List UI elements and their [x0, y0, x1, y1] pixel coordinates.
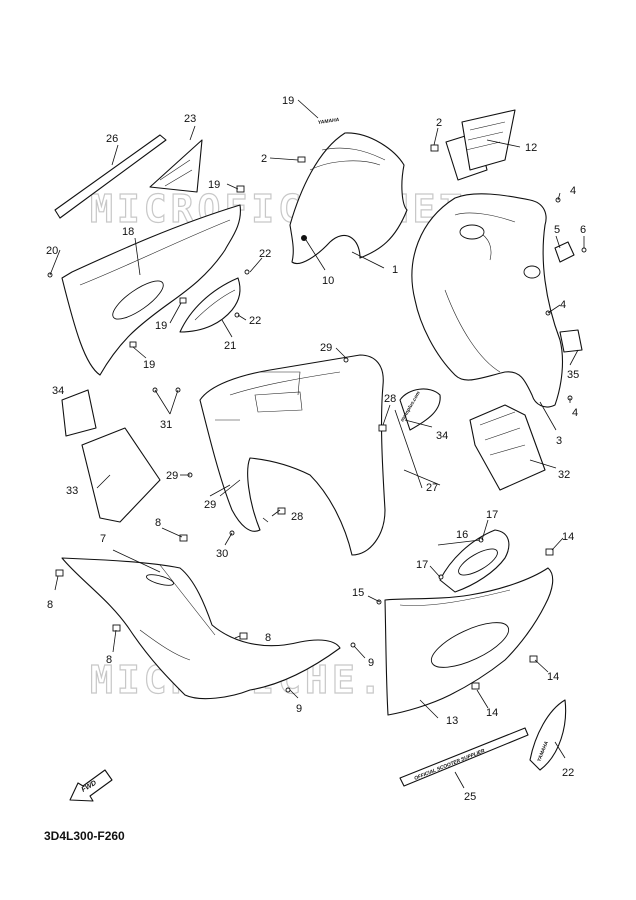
label-part-28a: 28: [384, 393, 396, 405]
label-part-20: 20: [46, 245, 58, 257]
part-13-lower-cover: [384, 567, 554, 716]
label-part-17b: 17: [416, 559, 428, 571]
part-27-leg-shield: [199, 354, 386, 556]
label-part-2b: 2: [436, 117, 442, 129]
label-part-8d: 8: [106, 654, 112, 666]
part-26-strip: [54, 134, 167, 219]
label-part-18: 18: [122, 226, 134, 238]
part-34-decal-left: [61, 389, 97, 437]
label-part-22a: 22: [259, 248, 271, 260]
label-part-29a: 29: [320, 342, 332, 354]
label-part-4a: 4: [570, 185, 576, 197]
label-part-5: 5: [554, 224, 560, 236]
label-part-1: 1: [392, 264, 398, 276]
part-7-lower-cover: [61, 557, 341, 700]
label-part-4c: 4: [572, 407, 578, 419]
label-part-2a: 2: [261, 153, 267, 165]
label-part-9b: 9: [296, 703, 302, 715]
label-part-19b: 19: [155, 320, 167, 332]
label-part-21: 21: [224, 340, 236, 352]
label-part-34b: 34: [436, 430, 448, 442]
part-5-bracket: [554, 241, 575, 263]
part-12-decal: YAMAHA: [317, 117, 340, 126]
label-part-9a: 9: [368, 657, 374, 669]
svg-text:YAMAHA: YAMAHA: [317, 117, 340, 126]
label-part-32: 32: [558, 469, 570, 481]
label-part-29c: 29: [204, 499, 216, 511]
label-part-26: 26: [106, 133, 118, 145]
part-33-liner: [81, 427, 161, 523]
part-16-cover: [439, 529, 510, 593]
label-part-8b: 8: [47, 599, 53, 611]
part-25-strip: OFFICIAL SCOOTER SUPPLIER: [399, 727, 529, 787]
part-11-logo-decal: [445, 109, 516, 181]
fwd-arrow-icon: FWD: [69, 769, 113, 802]
leader-lines: [49, 99, 585, 789]
part-24-decal: [149, 139, 203, 193]
label-part-4b: 4: [560, 299, 566, 311]
label-part-23: 22: [562, 767, 574, 779]
label-part-27: 27: [426, 482, 438, 494]
label-part-11: 12: [525, 142, 537, 154]
part-1-windscreen: [289, 132, 408, 264]
label-part-33: 33: [66, 485, 78, 497]
label-part-16: 16: [456, 529, 468, 541]
label-part-28b: 28: [291, 511, 303, 523]
label-part-31: 31: [160, 419, 172, 431]
label-part-17a: 17: [486, 509, 498, 521]
diagram-code: 3D4L300-F260: [44, 829, 125, 843]
label-part-25: 25: [464, 791, 476, 803]
part-23-decal: YAMAHA: [529, 699, 567, 771]
label-part-15: 15: [352, 587, 364, 599]
label-part-19a: 19: [208, 179, 220, 191]
label-part-12: 19: [282, 95, 294, 107]
part-34-decal-right: motoplus.com: [399, 388, 441, 431]
part-21-small-cover: [179, 277, 241, 333]
part-3-front-shield: [411, 193, 564, 408]
label-part-6: 6: [580, 224, 586, 236]
part-number-labels: 19 2 2 12 1 10 4 5 6 4 35 4 3 26 23 19 2…: [46, 95, 586, 803]
label-part-8c: 8: [265, 632, 271, 644]
label-part-14a: 14: [562, 531, 574, 543]
label-part-19c: 19: [143, 359, 155, 371]
label-part-10: 10: [322, 275, 334, 287]
part-32-panel: [469, 404, 546, 491]
part-35-decal: [559, 329, 583, 353]
label-part-22b: 22: [249, 315, 261, 327]
watermark-top: MICROFICHE.NET: [89, 186, 466, 231]
label-part-7: 7: [100, 533, 106, 545]
svg-text:MICROFICHE.NET: MICROFICHE.NET: [90, 187, 466, 231]
label-part-24: 23: [184, 113, 196, 125]
label-part-3: 3: [556, 435, 562, 447]
label-part-13: 13: [446, 715, 458, 727]
label-part-35: 35: [567, 369, 579, 381]
label-part-34a: 34: [52, 385, 64, 397]
label-part-8a: 8: [155, 517, 161, 529]
label-part-30: 30: [216, 548, 228, 560]
label-part-14b: 14: [547, 671, 559, 683]
label-part-14c: 14: [486, 707, 498, 719]
label-part-29b: 29: [166, 470, 178, 482]
part-18-side-cover: [61, 204, 241, 376]
svg-text:OFFICIAL SCOOTER SUPPLIER: OFFICIAL SCOOTER SUPPLIER: [414, 748, 487, 782]
